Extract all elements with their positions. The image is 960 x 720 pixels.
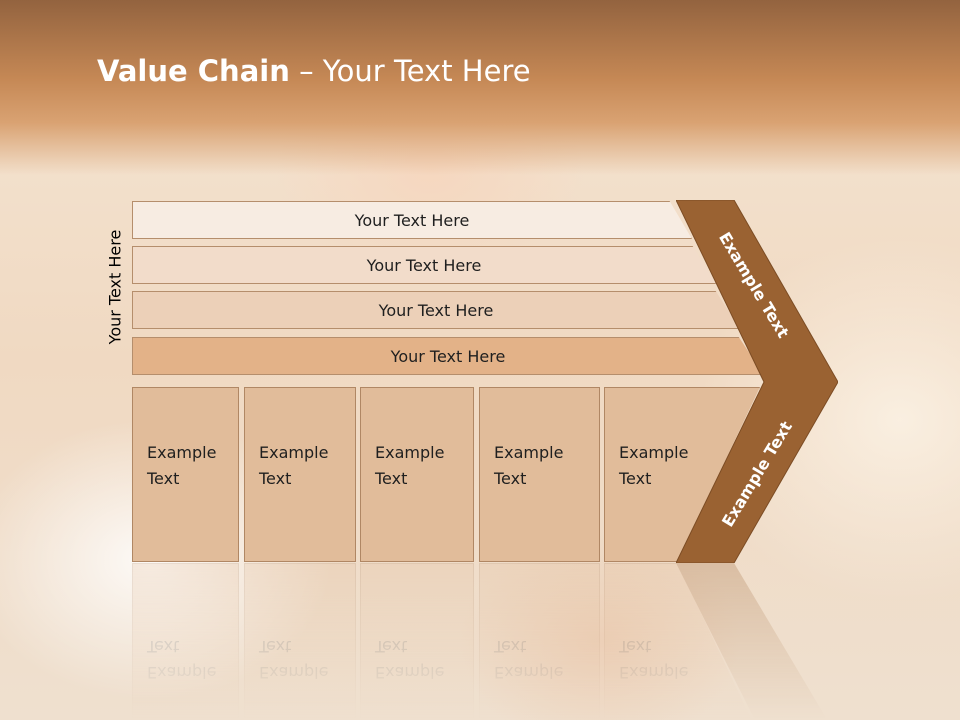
box-5-line2: Text	[619, 469, 652, 488]
bar-4-label: Your Text Here	[390, 346, 506, 366]
box-1-line1: Example	[147, 443, 217, 462]
reflection-box-4-line1: Example	[494, 663, 564, 682]
slide-title: Value Chain – Your Text Here	[97, 54, 531, 88]
example-box-1: Example Text	[132, 387, 239, 562]
box-3-line2: Text	[375, 469, 408, 488]
chevron-arrow	[676, 200, 838, 563]
reflection-box-4-line2: Text	[494, 637, 527, 656]
bar-4: Your Text Here	[132, 337, 764, 375]
box-4-line2: Text	[494, 469, 527, 488]
box-1-line2: Text	[147, 469, 180, 488]
reflection-box-3-line2: Text	[375, 637, 408, 656]
title-bold: Value Chain	[97, 54, 290, 88]
example-box-4: Example Text	[479, 387, 600, 562]
reflection-box-1-line1: Example	[147, 663, 217, 682]
box-2-line2: Text	[259, 469, 292, 488]
box-5-line1: Example	[619, 443, 689, 462]
box-4-line1: Example	[494, 443, 564, 462]
reflection-box-3-line1: Example	[375, 663, 445, 682]
bar-1-label: Your Text Here	[354, 210, 470, 230]
vertical-label: Your Text Here	[105, 229, 125, 345]
example-box-2: Example Text	[244, 387, 356, 562]
reflection-box-2-line1: Example	[259, 663, 329, 682]
header-band	[0, 0, 960, 175]
reflection-chevron	[676, 563, 838, 720]
box-2-line1: Example	[259, 443, 329, 462]
reflection-box-2: Example Text	[244, 563, 356, 720]
reflection-box-2-line2: Text	[259, 637, 292, 656]
reflection-box-1: Example Text	[132, 563, 239, 720]
example-box-3: Example Text	[360, 387, 474, 562]
reflection: Example Text Example Text Example Text E…	[0, 563, 960, 720]
bar-2: Your Text Here	[132, 246, 716, 284]
reflection-box-3: Example Text	[360, 563, 474, 720]
reflection-box-1-line2: Text	[147, 637, 180, 656]
bar-3-label: Your Text Here	[378, 300, 494, 320]
bar-1: Your Text Here	[132, 201, 692, 239]
bar-2-label: Your Text Here	[366, 255, 482, 275]
title-rest: – Your Text Here	[289, 54, 531, 88]
reflection-box-4: Example Text	[479, 563, 600, 720]
box-3-line1: Example	[375, 443, 445, 462]
bar-3: Your Text Here	[132, 291, 740, 329]
